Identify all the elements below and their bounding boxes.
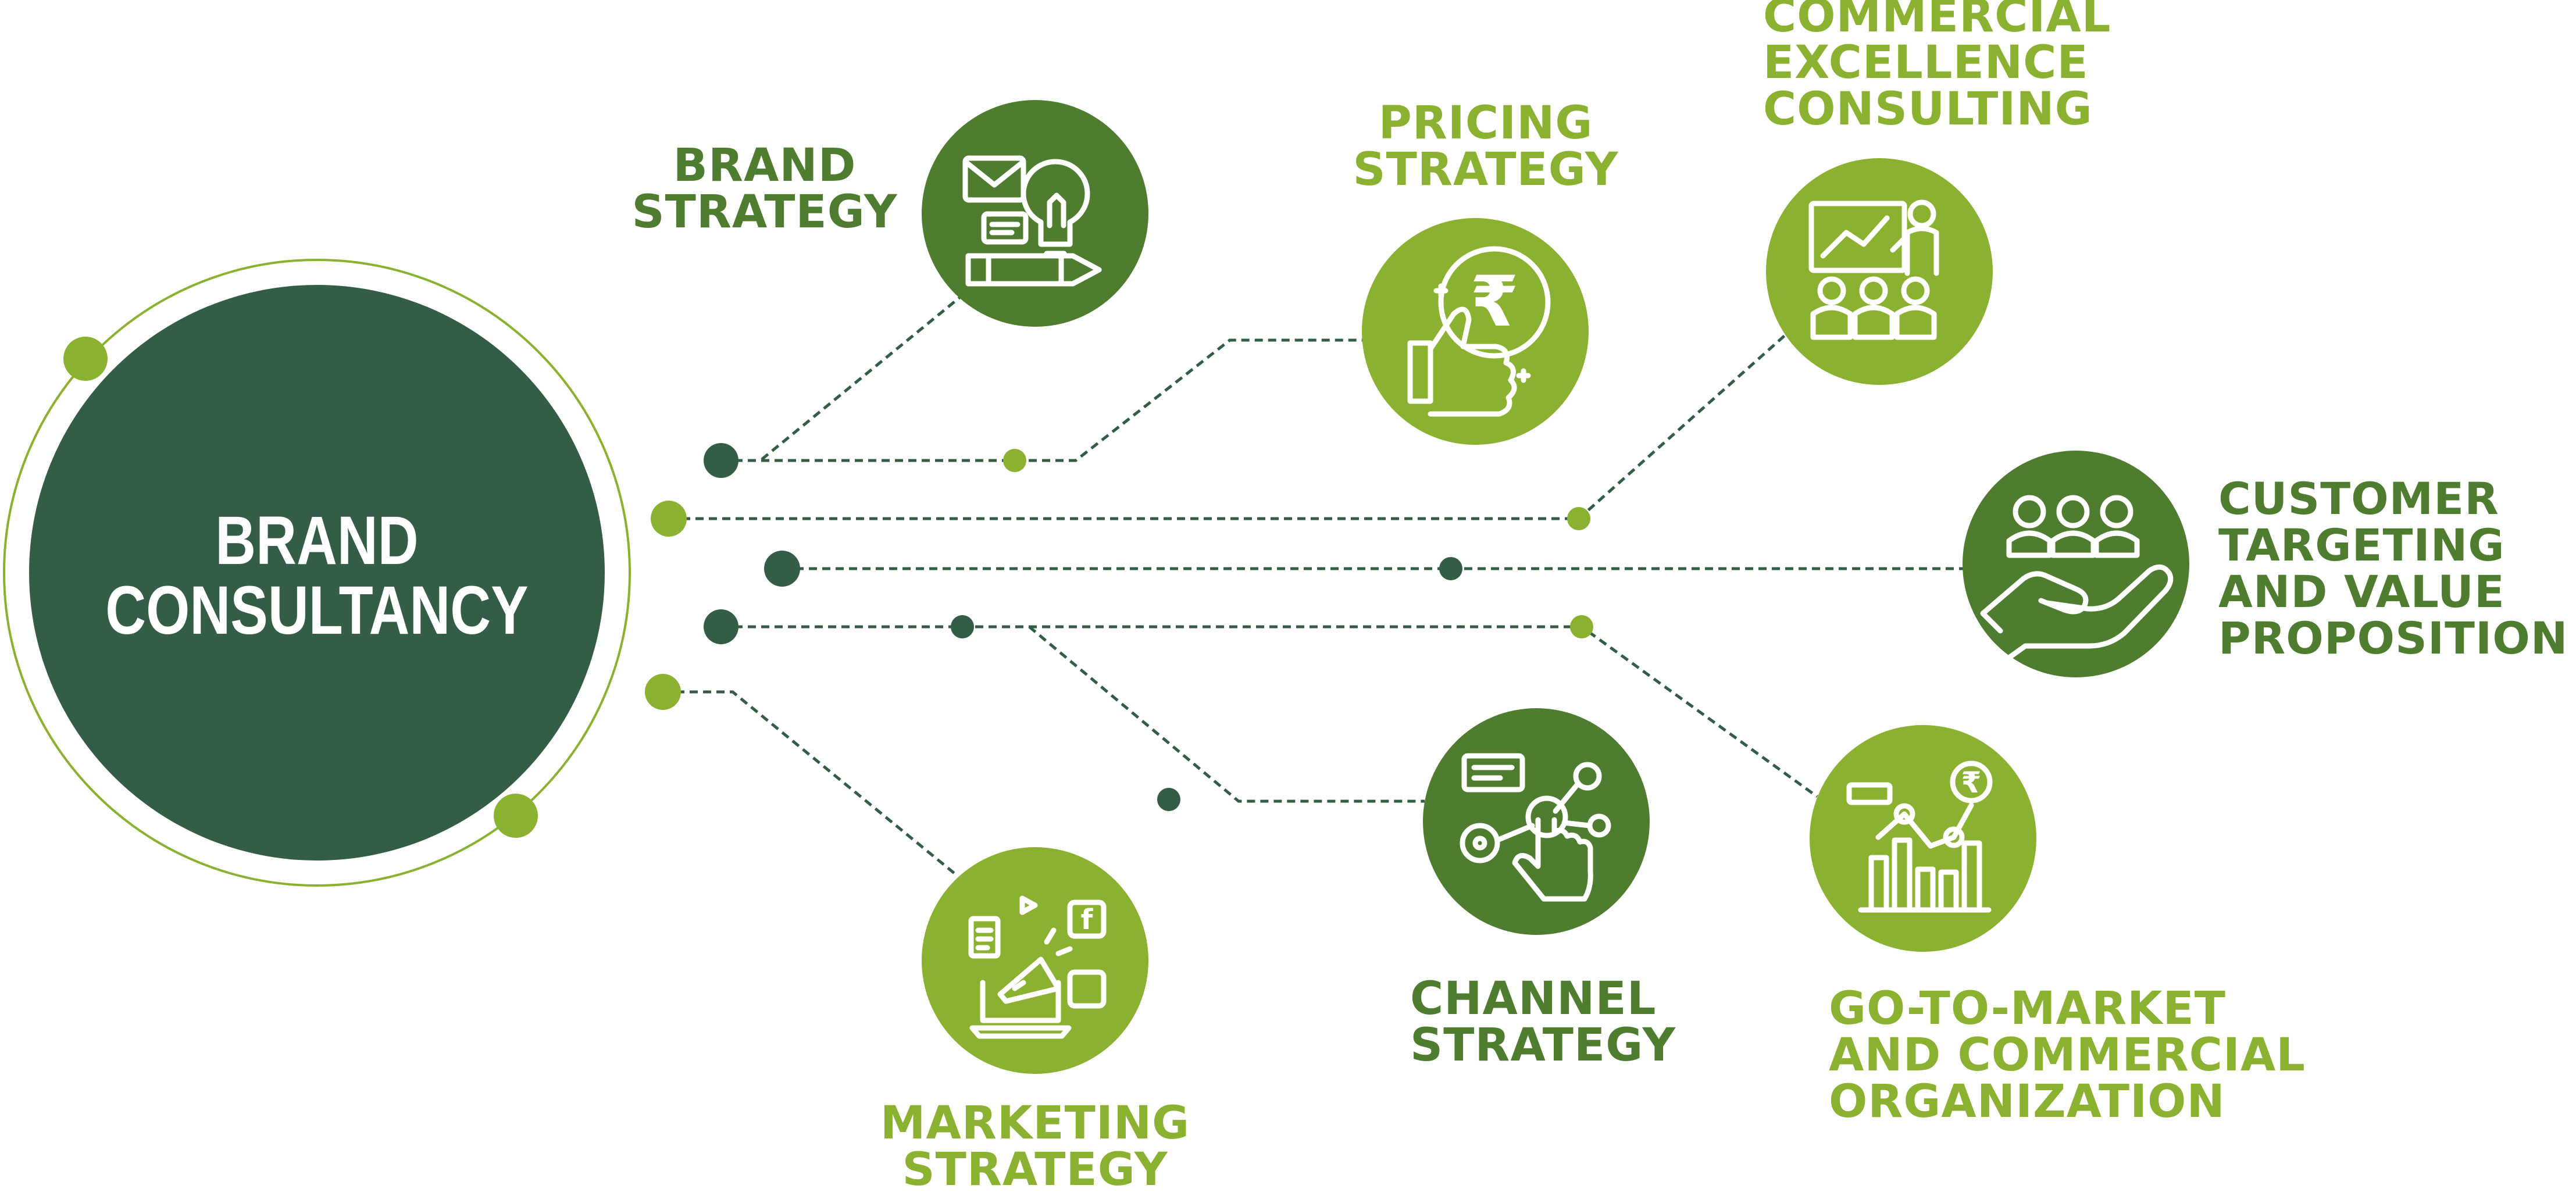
label-line: COMMERCIAL (1763, 0, 2111, 42)
node-circle (1963, 451, 2189, 677)
connector-dot (1570, 615, 1593, 638)
hub-title-line: BRAND (215, 502, 419, 579)
label-line: STRATEGY (1410, 1019, 1676, 1072)
node-circle (1362, 218, 1589, 445)
connector-dot (651, 501, 687, 537)
label-line: ORGANIZATION (1829, 1076, 2225, 1128)
connector-marketing-strategy (663, 690, 958, 876)
node-go-to-market: ₹ (1810, 725, 2036, 952)
connector-dot (1157, 788, 1180, 811)
label-line: PROPOSITION (2218, 612, 2568, 664)
connector-brand-strategy (761, 297, 961, 460)
label-line: CONSULTING (1763, 83, 2093, 135)
connector-pricing-strategy (721, 338, 1364, 462)
hub-title-line: CONSULTANCY (105, 572, 529, 649)
label-go-to-market: GO-TO-MARKET AND COMMERCIAL ORGANIZATION (1829, 986, 2352, 1125)
node-circle (922, 100, 1148, 327)
connector-dot (1567, 507, 1590, 530)
connector-dot (1439, 557, 1462, 580)
label-line: AND VALUE (2218, 566, 2505, 617)
node-marketing-strategy: f (922, 847, 1148, 1074)
label-line: TARGETING (2218, 519, 2505, 571)
rupee-bar-chart-icon: ₹ (1846, 761, 1993, 913)
node-customer-targeting (1963, 451, 2189, 677)
node-channel-strategy (1423, 708, 1650, 935)
node-pricing-strategy: ₹ (1362, 218, 1589, 445)
rupee-thumbs-up-icon: ₹ (1407, 246, 1551, 417)
hub-ring-dot (63, 337, 108, 381)
label-commercial-excellence: COMMERCIAL EXCELLENCE CONSULTING (1763, 0, 2170, 133)
connector-dot (1003, 449, 1026, 472)
hub-outer-ring (3, 259, 631, 887)
svg-text:f: f (1081, 904, 1094, 936)
label-line: MARKETING (880, 1097, 1190, 1149)
label-line: PRICING (1378, 97, 1593, 149)
connector-dot (704, 443, 738, 478)
label-line: GO-TO-MARKET (1829, 983, 2226, 1035)
label-line: AND COMMERCIAL (1829, 1029, 2306, 1081)
connector-dot (764, 551, 800, 587)
node-commercial-excellence (1766, 158, 1993, 385)
label-line: STRATEGY (631, 186, 898, 238)
megaphone-laptop-icon: f (968, 895, 1107, 1039)
node-circle (922, 847, 1148, 1074)
label-line: STRATEGY (1353, 144, 1619, 196)
connector-dot (645, 674, 681, 710)
svg-text:₹: ₹ (1961, 766, 1982, 799)
connectors (663, 297, 1965, 876)
lightbulb-pencil-icon (962, 155, 1102, 287)
node-brand-strategy (922, 100, 1148, 327)
label-marketing-strategy: MARKETING STRATEGY (861, 1100, 1209, 1193)
label-line: STRATEGY (902, 1144, 1168, 1196)
connector-channel-strategy (1028, 626, 1425, 803)
people-in-hand-icon (1980, 495, 2174, 661)
svg-text:₹: ₹ (1470, 262, 1519, 342)
label-line: EXCELLENCE (1763, 37, 2089, 89)
touch-network-icon (1460, 753, 1611, 902)
hub (3, 259, 631, 887)
label-line: CUSTOMER (2218, 473, 2499, 524)
hub-title: BRAND CONSULTANCY (76, 506, 558, 645)
label-brand-strategy: BRAND STRATEGY (628, 142, 901, 235)
label-channel-strategy: CHANNEL STRATEGY (1410, 976, 1759, 1069)
label-line: CHANNEL (1410, 973, 1657, 1025)
connector-dot (704, 609, 738, 644)
label-line: BRAND (673, 140, 857, 192)
connector-commercial-excellence (669, 331, 1789, 520)
label-pricing-strategy: PRICING STRATEGY (1349, 100, 1622, 193)
connector-dots (645, 443, 1593, 811)
label-customer-targeting: CUSTOMER TARGETING AND VALUE PROPOSITION (2218, 476, 2567, 662)
hub-ring-dot (494, 794, 538, 838)
presentation-audience-icon (1808, 199, 1939, 340)
connector-dot (951, 615, 974, 638)
hub-circle (29, 285, 605, 861)
connector-go-to-market (721, 625, 1818, 798)
